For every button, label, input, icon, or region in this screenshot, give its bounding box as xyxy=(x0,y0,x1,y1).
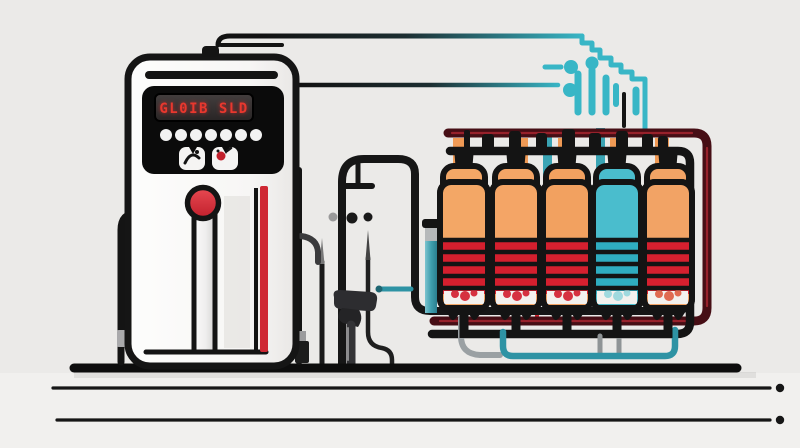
pump-left-pipe-fitting xyxy=(117,330,126,347)
knob-dot xyxy=(195,150,199,154)
circuit-node-dot xyxy=(585,56,599,70)
ground-shadow xyxy=(74,372,756,378)
standpipe xyxy=(338,155,684,370)
panel-button-dot xyxy=(235,129,247,141)
digital-display xyxy=(154,93,254,122)
panel-button-row xyxy=(160,129,262,141)
circuit-traces xyxy=(215,33,648,153)
top-trace-line xyxy=(215,33,585,48)
top-trace-steps xyxy=(579,33,648,153)
canister-3 xyxy=(540,148,594,338)
canister-4 xyxy=(590,148,644,338)
probe-rod-right-tip xyxy=(365,230,371,260)
nozzle-head xyxy=(333,290,378,312)
fitting xyxy=(616,131,628,152)
fitting xyxy=(589,133,601,152)
pump-accent-bar xyxy=(145,71,278,79)
knob-notch xyxy=(189,147,197,154)
knob-icon-left xyxy=(179,147,205,170)
drip-dot xyxy=(328,212,338,222)
panel-button-dot xyxy=(175,129,187,141)
circuit-node-dot xyxy=(563,83,577,97)
panel-button-dot xyxy=(190,129,202,141)
panel-button-dot xyxy=(205,129,217,141)
knob-tick xyxy=(225,146,233,153)
drip-dot xyxy=(346,212,358,224)
drip-dot xyxy=(363,212,373,222)
panel-button-dot xyxy=(250,129,262,141)
hanging-hose xyxy=(298,233,321,265)
background-lower xyxy=(0,373,800,448)
teal-feed-body xyxy=(425,241,437,313)
knob-icon-right xyxy=(212,146,238,170)
knob-red-mark xyxy=(216,151,226,161)
circuit-node-dot xyxy=(564,60,578,74)
canister-row xyxy=(437,148,695,338)
pump-top-notch xyxy=(202,46,219,57)
teal-stub-cap xyxy=(375,285,383,293)
lever-ball xyxy=(184,184,222,222)
ground-valve-top xyxy=(298,331,306,342)
panel-button-dot xyxy=(160,129,172,141)
baseline-2-end-dot xyxy=(775,415,785,425)
lever-track-fill xyxy=(194,208,215,352)
display-text: GL0IB SLD xyxy=(159,101,248,117)
fitting xyxy=(562,129,575,152)
fitting xyxy=(536,133,547,152)
fitting xyxy=(509,131,521,152)
middle-plumbing xyxy=(319,155,684,371)
teal-feed-pipe xyxy=(422,219,440,313)
baseline-1-end-dot xyxy=(775,383,785,393)
nozzle-handle xyxy=(338,308,362,327)
knob-dot xyxy=(216,149,220,153)
canister-1 xyxy=(437,148,491,338)
canister-5 xyxy=(641,148,695,338)
probe-rod-right xyxy=(365,255,395,369)
teal-return-pipe xyxy=(499,326,679,360)
fitting xyxy=(482,134,494,152)
panel-button-dot xyxy=(220,129,232,141)
teal-feed-collar xyxy=(425,228,437,243)
accent-stripe xyxy=(260,186,268,352)
teal-feed-cap xyxy=(422,219,440,228)
knob-mark xyxy=(183,153,201,165)
pump-machine: GL0IB SLD xyxy=(117,46,321,370)
fitting xyxy=(642,134,653,152)
inner-shade-column xyxy=(224,196,250,348)
canister-2 xyxy=(489,148,543,338)
